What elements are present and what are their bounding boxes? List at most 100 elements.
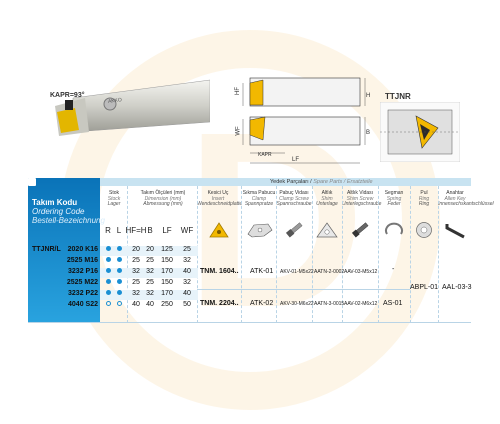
technical-drawing [242,77,366,164]
hf-label: HF [235,87,241,95]
clamp-screw-icon [285,222,303,238]
shim-icon [316,222,338,238]
row-code: 3232 P16 [68,268,98,275]
col-lf: LF [162,226,172,235]
divider [438,186,439,323]
row-hf: 25 [132,279,140,286]
row-b: 25 [146,279,154,286]
row-wf: 40 [183,290,191,297]
shim-g2: AATN-3-0015 [314,301,345,307]
row-b: 32 [146,268,154,275]
divider [312,186,313,323]
wf-label: WF [235,126,242,136]
ordering-code-title: Takım Kodu Ordering Code Bestell-Bezeich… [32,198,105,225]
clamp-g1: ATK-01 [250,268,274,275]
ring-icon [416,222,432,238]
ordering-code-panel [28,178,100,323]
row-code: 2525 M16 [66,257,98,264]
kapr-label: KAPR [258,152,272,158]
divider [410,186,411,323]
stock-r-dot [104,246,112,253]
stock-l-dot [115,301,123,308]
insert-g1: TNM. 1604.. [200,268,239,275]
insert-icon [209,222,229,238]
stock-r-dot [104,257,112,264]
tool-holder-image [55,79,210,136]
spare-parts-header: Yedek Parçaları / Spare Parts / Ersatzte… [270,179,373,185]
row-lf: 150 [161,257,173,264]
row-lf: 250 [161,301,173,308]
row-wf: 40 [183,268,191,275]
b-label: B [366,130,371,136]
divider [378,186,379,323]
stock-r-dot [104,279,112,286]
row-b: 40 [146,301,154,308]
key-part: AAL-03-3 [442,284,472,291]
row-hf: 32 [132,290,140,297]
table-header-band [28,178,471,186]
row-b: 20 [146,246,154,253]
series-code: TTJNR/L [32,246,61,253]
col-l: L [116,226,122,235]
h-label: H [366,93,371,99]
clamp-g2: ATK-02 [250,300,274,307]
row-b: 32 [146,290,154,297]
row-lf: 150 [161,279,173,286]
table-bottom-line [28,322,471,323]
row-wf: 32 [183,257,191,264]
row-lf: 170 [161,268,173,275]
stock-l-dot [115,246,123,253]
divider [276,186,277,323]
stock-r-dot [104,268,112,275]
shim-screw-g1: AAV-03-M5x12 [344,269,378,275]
row-code: 2525 M22 [66,279,98,286]
spring-g1: - [392,266,395,273]
stock-l-dot [115,257,123,264]
row-code: 4040 S22 [68,301,98,308]
insert-g2: TNM. 2204.. [200,300,239,307]
row-code: 3232 P22 [68,290,98,297]
divider [241,186,242,323]
row-band [100,268,198,278]
panel-corner-icon [28,178,36,186]
shim-g1: AATN-2-0002 [314,269,345,275]
spring-g2: AS-01 [383,300,403,307]
col-hf: HF=H [125,226,147,235]
stock-l-dot [115,279,123,286]
kapr-angle-label: KAPR=93° [50,92,85,99]
row-wf: 25 [183,246,191,253]
clamp-screw-g1: AKV-01-M5x22 [280,269,314,275]
col-b: B [147,226,153,235]
divider [342,186,343,323]
col-wf: WF [180,226,194,235]
group-divider [197,289,410,290]
row-b: 25 [146,257,154,264]
row-code: 2020 K16 [67,246,98,253]
row-hf: 25 [132,257,140,264]
row-wf: 32 [183,279,191,286]
stock-l-dot [115,290,123,297]
row-hf: 32 [132,268,140,275]
section-view-drawing [380,102,460,162]
spring-icon [385,222,403,235]
row-wf: 50 [183,301,191,308]
stock-l-dot [115,268,123,275]
row-lf: 170 [161,290,173,297]
ring-part: ABPL-01 [410,284,439,291]
row-lf: 125 [161,246,173,253]
row-hf: 20 [132,246,140,253]
dimensions-header: Takım Ölçüleri (mm)Dimension (mm)Abmessu… [140,190,186,207]
row-band [100,290,198,300]
row-hf: 40 [132,301,140,308]
col-r: R [105,226,111,235]
ttjnr-label: TTJNR [385,92,411,101]
